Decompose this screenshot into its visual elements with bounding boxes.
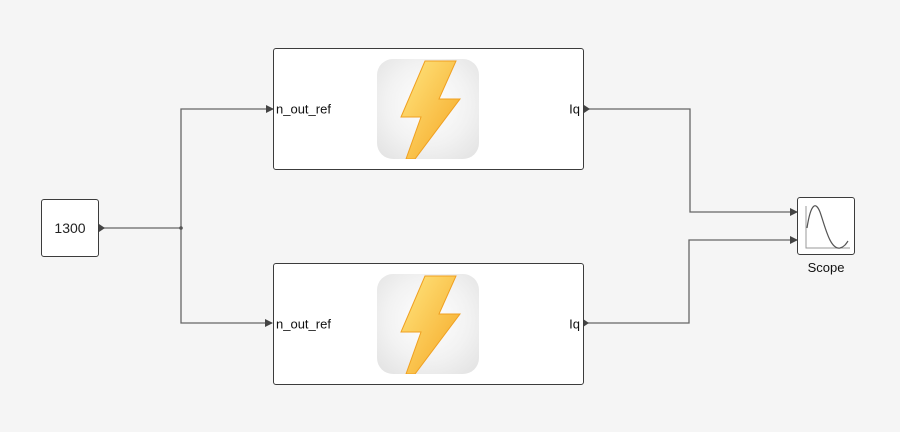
- line-branch-to-bottom[interactable]: [180, 228, 273, 327]
- constant-value: 1300: [54, 220, 86, 236]
- scope-label: Scope: [807, 260, 845, 275]
- input-port-label: n_out_ref: [276, 101, 331, 117]
- lightning-bolt-icon: [377, 274, 479, 374]
- subsystem-block-top[interactable]: n_out_ref Iq: [273, 48, 584, 170]
- line-branch-to-top[interactable]: [180, 105, 274, 228]
- sine-wave-icon: [805, 205, 850, 249]
- output-port-label: Iq: [569, 316, 580, 332]
- line-bottom-iq-to-scope[interactable]: [588, 236, 798, 324]
- top-iq-output-port: [584, 105, 590, 113]
- scope-block[interactable]: [797, 197, 855, 255]
- line-top-iq-to-scope[interactable]: [589, 108, 798, 216]
- subsystem-block-bottom[interactable]: n_out_ref Iq: [273, 263, 584, 385]
- lightning-bolt-icon: [377, 59, 479, 159]
- const-output-port: [99, 224, 105, 232]
- output-port-label: Iq: [569, 101, 580, 117]
- branch-point: [179, 226, 183, 230]
- input-port-label: n_out_ref: [276, 316, 331, 332]
- bottom-iq-output-port: [583, 319, 589, 327]
- constant-block[interactable]: 1300: [41, 199, 99, 257]
